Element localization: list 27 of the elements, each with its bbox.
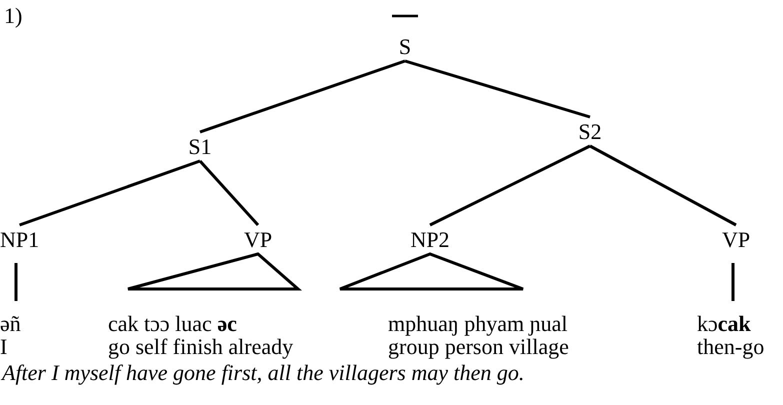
word-text: kɔcak: [697, 313, 751, 335]
word-text: əñ: [0, 313, 21, 335]
word-text: mphuaŋ phyam ɲual: [388, 313, 568, 335]
branch-line: [429, 144, 591, 226]
example-number: 1): [4, 5, 22, 27]
branch-line: [404, 60, 590, 118]
constituent-triangle: [126, 252, 302, 290]
branch-line: [589, 144, 737, 226]
branch-line: [14, 263, 18, 301]
translation-caption: After I myself have gone first, all the villagers may then go.: [0, 362, 526, 386]
word-text: cak tɔɔ luac əc: [108, 313, 237, 335]
gloss-text: then-go: [697, 336, 764, 358]
branch-line: [200, 60, 406, 134]
gloss-text: I: [0, 336, 8, 358]
branch-line: [19, 160, 200, 226]
category-label: NP1: [0, 229, 40, 251]
gloss-text: group person village: [388, 336, 569, 358]
branch-line: [198, 160, 260, 226]
branch-line: [732, 263, 734, 301]
constituent-triangle: [338, 252, 524, 290]
gloss-text: go self finish already: [108, 336, 294, 358]
category-label: VP: [722, 229, 750, 251]
category-label: VP: [244, 229, 272, 251]
category-label: S2: [578, 121, 602, 143]
category-label: NP2: [410, 229, 450, 251]
category-label: S: [398, 36, 412, 58]
category-label: S1: [188, 136, 212, 158]
